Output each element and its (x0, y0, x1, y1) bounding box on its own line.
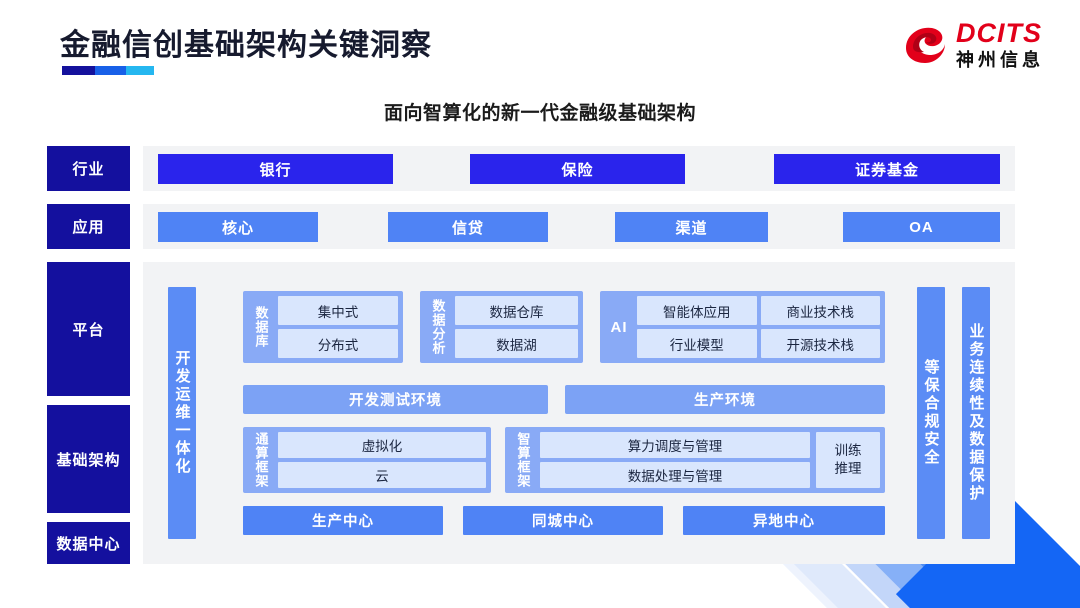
page-title: 金融信创基础架构关键洞察 (60, 29, 432, 62)
env-bar-dev-test[interactable]: 开发测试环境 (243, 385, 548, 414)
env-bar-production[interactable]: 生产环境 (565, 385, 885, 414)
app-chip-core[interactable]: 核心 (158, 212, 318, 242)
vertical-bar-business-continuity: 业务连续性及数据保护 (962, 287, 990, 539)
dc-bar-production-center[interactable]: 生产中心 (243, 506, 443, 535)
cell-industry-model[interactable]: 行业模型 (637, 329, 757, 358)
cell-data-processing[interactable]: 数据处理与管理 (540, 462, 810, 488)
industry-chip-securities-fund[interactable]: 证券基金 (774, 154, 1000, 184)
stack-label-data-center: 数据中心 (47, 522, 130, 564)
logo-text-cn: 神州信息 (956, 50, 1044, 70)
cell-commercial-tech-stack[interactable]: 商业技术栈 (760, 296, 880, 325)
dcits-swoosh-icon (902, 22, 948, 68)
group-data-analytics: 数据分析 数据仓库 数据湖 (420, 291, 583, 363)
app-chip-oa[interactable]: OA (843, 212, 1000, 242)
brand-logo: DCITS 神州信息 (902, 20, 1044, 69)
cell-open-source-tech-stack[interactable]: 开源技术栈 (760, 329, 880, 358)
stack-label-platform: 平台 (47, 262, 130, 396)
group-title-ai: AI (610, 318, 628, 336)
cell-training-label: 训练 (834, 442, 862, 458)
stack-label-industry: 行业 (47, 146, 130, 191)
logo-text-en: DCITS (956, 18, 1042, 48)
industry-chip-bank[interactable]: 银行 (158, 154, 393, 184)
dc-bar-metro-center[interactable]: 同城中心 (463, 506, 663, 535)
cell-compute-scheduling[interactable]: 算力调度与管理 (540, 432, 810, 458)
application-row-panel: 核心 信贷 渠道 OA (143, 204, 1015, 249)
app-chip-channel[interactable]: 渠道 (615, 212, 768, 242)
vertical-bar-devops: 开发运维一体化 (168, 287, 196, 539)
cell-virtualization[interactable]: 虚拟化 (278, 432, 486, 458)
group-database: 数据库 集中式 分布式 (243, 291, 403, 363)
group-ai: AI 智能体应用 商业技术栈 行业模型 开源技术栈 (600, 291, 885, 363)
cell-cloud[interactable]: 云 (278, 462, 486, 488)
cell-distributed[interactable]: 分布式 (278, 329, 398, 358)
industry-row-panel: 银行 保险 证券基金 (143, 146, 1015, 191)
group-title-general-compute: 通算框架 (253, 432, 269, 488)
vertical-bar-security-compliance: 等保合规安全 (917, 287, 945, 539)
app-chip-credit[interactable]: 信贷 (388, 212, 548, 242)
page-subtitle: 面向智算化的新一代金融级基础架构 (383, 103, 696, 124)
cell-inference-label: 推理 (834, 461, 862, 476)
cell-data-lake[interactable]: 数据湖 (455, 329, 578, 358)
cell-agent-application[interactable]: 智能体应用 (637, 296, 757, 325)
group-title-data-analytics: 数据分析 (430, 299, 446, 355)
group-title-smart-compute: 智算框架 (515, 432, 531, 488)
group-smart-compute-framework: 智算框架 算力调度与管理 数据处理与管理 训练 推理 (505, 427, 885, 493)
industry-chip-insurance[interactable]: 保险 (470, 154, 685, 184)
group-title-database: 数据库 (253, 306, 269, 348)
stack-label-infrastructure: 基础架构 (47, 405, 130, 513)
stack-label-application: 应用 (47, 204, 130, 249)
cell-data-warehouse[interactable]: 数据仓库 (455, 296, 578, 325)
cell-centralized[interactable]: 集中式 (278, 296, 398, 325)
dc-bar-remote-center[interactable]: 异地中心 (683, 506, 885, 535)
group-general-compute-framework: 通算框架 虚拟化 云 (243, 427, 491, 493)
title-underline-decoration (62, 66, 154, 75)
cell-training-inference[interactable]: 训练 推理 (816, 432, 880, 488)
